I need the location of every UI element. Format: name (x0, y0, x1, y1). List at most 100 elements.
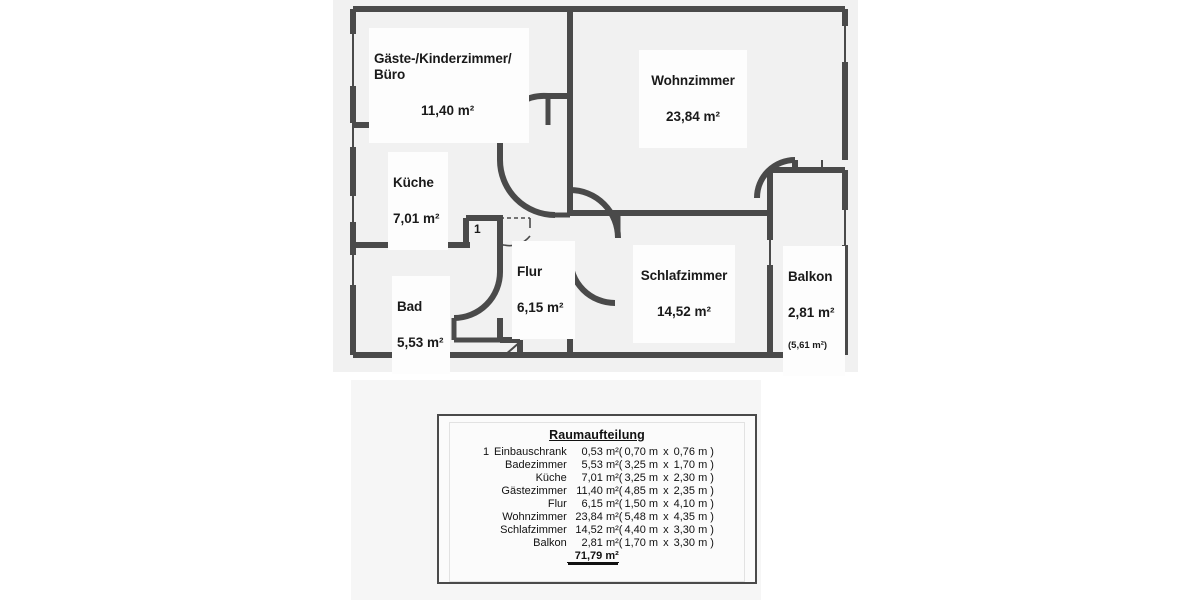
legend-row-depth: 3,30 m (673, 523, 708, 536)
legend-times: x (663, 510, 669, 523)
legend-row-name: Wohnzimmer (502, 510, 567, 523)
legend-paren-close: ) (707, 471, 714, 484)
wall-hall-bottom-chamfer (504, 341, 521, 356)
legend-total-row: 71,79 m² (478, 549, 716, 563)
room-name-balkon: Balkon (788, 268, 833, 284)
legend-row-name: Balkon (533, 536, 567, 549)
legend-times: x (663, 445, 669, 458)
room-name-flur: Flur (517, 263, 543, 279)
legend-row-area: 7,01 m² (581, 471, 619, 484)
legend-row-area: 0,53 m² (581, 445, 619, 458)
legend-row-area: 14,52 m² (575, 523, 619, 536)
legend-row-area: 6,15 m² (581, 497, 619, 510)
legend-row-width: 3,25 m (624, 471, 659, 484)
legend-row-marker (478, 510, 494, 523)
legend-row-depth: 4,10 m (673, 497, 708, 510)
legend-row: Gästezimmer 11,40 m²(4,85 m x 2,35 m ) (478, 484, 716, 497)
room-area-balkon: 2,81 m² (788, 304, 835, 320)
legend-row-marker (478, 523, 494, 536)
room-area-balkon-gross: (5,61 m²) (788, 340, 828, 352)
legend-row-width: 4,40 m (624, 523, 659, 536)
legend-row-width: 0,70 m (624, 445, 659, 458)
door-arc-bedroom (567, 257, 616, 306)
legend-paren-open: ( (618, 510, 623, 523)
legend-row-depth: 2,30 m (673, 471, 708, 484)
legend-paren-close: ) (707, 510, 714, 523)
legend-row-name: Flur (547, 497, 567, 510)
room-label-bad: Bad 5,53 m² (392, 276, 450, 375)
room-name-kueche: Küche (393, 174, 434, 190)
room-name-gaeste: Gäste-/Kinderzimmer/ Büro (374, 50, 512, 82)
legend-total-area: 71,79 m² (566, 549, 619, 563)
legend-row-width: 4,85 m (624, 484, 659, 497)
room-label-balkon: Balkon 2,81 m² (5,61 m²) (783, 246, 845, 376)
legend-row-area: 2,81 m² (581, 536, 619, 549)
room-label-gaeste: Gäste-/Kinderzimmer/ Büro 11,40 m² (369, 28, 529, 143)
legend-times: x (663, 484, 669, 497)
room-label-schlafzimmer: Schlafzimmer 14,52 m² (633, 245, 735, 344)
legend-row-area: 5,53 m² (581, 458, 619, 471)
room-area-bad: 5,53 m² (397, 334, 444, 350)
legend-paren-close: ) (707, 458, 714, 471)
legend-row-width: 1,70 m (624, 536, 659, 549)
legend-row-area: 23,84 m² (575, 510, 619, 523)
legend-total-spacer-2 (494, 549, 567, 563)
legend-row-depth: 3,30 m (673, 536, 708, 549)
room-label-wohnzimmer: Wohnzimmer 23,84 m² (639, 50, 747, 149)
room-area-gaeste: 11,40 m² (421, 102, 475, 118)
legend-row-depth: 4,35 m (673, 510, 708, 523)
legend-row-area: 11,40 m² (576, 484, 619, 497)
legend-paren-close: ) (707, 536, 714, 549)
room-name-schlafzimmer: Schlafzimmer (640, 267, 728, 283)
legend-row-name: Küche (535, 471, 567, 484)
legend-row-width: 3,25 m (624, 458, 659, 471)
legend-row-depth: 1,70 m (673, 458, 708, 471)
legend-total-spacer-3 (619, 549, 716, 563)
legend-row-dimensions: (3,25 m x 2,30 m ) (619, 471, 716, 484)
legend-paren-close: ) (707, 523, 714, 536)
legend-paren-open: ( (618, 445, 623, 458)
legend-row-name: Badezimmer (505, 458, 567, 471)
door-arc-balcony (754, 157, 796, 199)
legend-paren-close: ) (707, 445, 714, 458)
closet-marker-1: 1 (474, 222, 481, 236)
legend-total-spacer-1 (478, 549, 494, 563)
legend-row-marker (478, 497, 494, 510)
door-arc-bath (453, 271, 503, 321)
legend-paren-open: ( (618, 484, 623, 497)
legend-paren-open: ( (618, 471, 623, 484)
room-label-flur: Flur 6,15 m² (512, 241, 575, 340)
legend-paren-close: ) (707, 484, 714, 497)
legend-row-name: Gästezimmer (501, 484, 567, 497)
legend-row-marker (478, 471, 494, 484)
room-area-schlafzimmer: 14,52 m² (656, 303, 712, 319)
legend-times: x (663, 497, 669, 510)
legend-times: x (663, 471, 669, 484)
legend-row-depth: 2,35 m (673, 484, 708, 497)
legend-row-marker (478, 458, 494, 471)
legend-row-marker (478, 536, 494, 549)
legend-row-marker: 1 (482, 445, 490, 458)
legend-paren-open: ( (618, 523, 623, 536)
room-label-kueche: Küche 7,01 m² (388, 152, 448, 251)
legend-paren-open: ( (618, 497, 623, 510)
legend-row-name: Schlafzimmer (500, 523, 567, 536)
room-name-wohnzimmer: Wohnzimmer (651, 72, 735, 88)
room-area-flur: 6,15 m² (517, 299, 564, 315)
room-name-bad: Bad (397, 298, 423, 314)
